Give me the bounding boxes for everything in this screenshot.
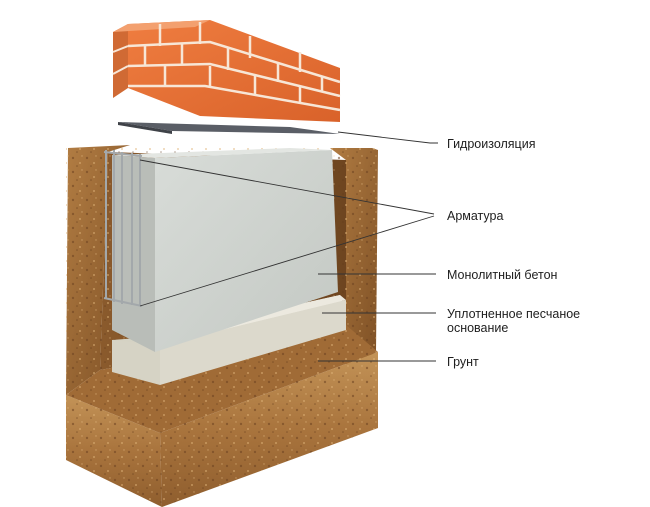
leader-rebar-upper: [139, 159, 435, 215]
leader-rebar-lower: [139, 215, 435, 307]
label-rebar: Арматура: [447, 209, 504, 223]
label-sand-base-line1: Уплотненное песчаное: [447, 307, 581, 321]
brick-course: [112, 20, 341, 122]
leader-lines: [139, 131, 438, 362]
label-concrete: Монолитный бетон: [447, 268, 558, 282]
label-soil: Грунт: [447, 355, 479, 369]
rebar-cage: [103, 150, 143, 307]
label-sand-base: Уплотненное песчаное основание: [447, 307, 580, 335]
label-waterproofing: Гидроизоляция: [447, 137, 536, 151]
waterproofing-sheet: [118, 122, 340, 134]
leader-waterproofing: [337, 131, 438, 144]
label-sand-base-line2: основание: [447, 321, 509, 335]
